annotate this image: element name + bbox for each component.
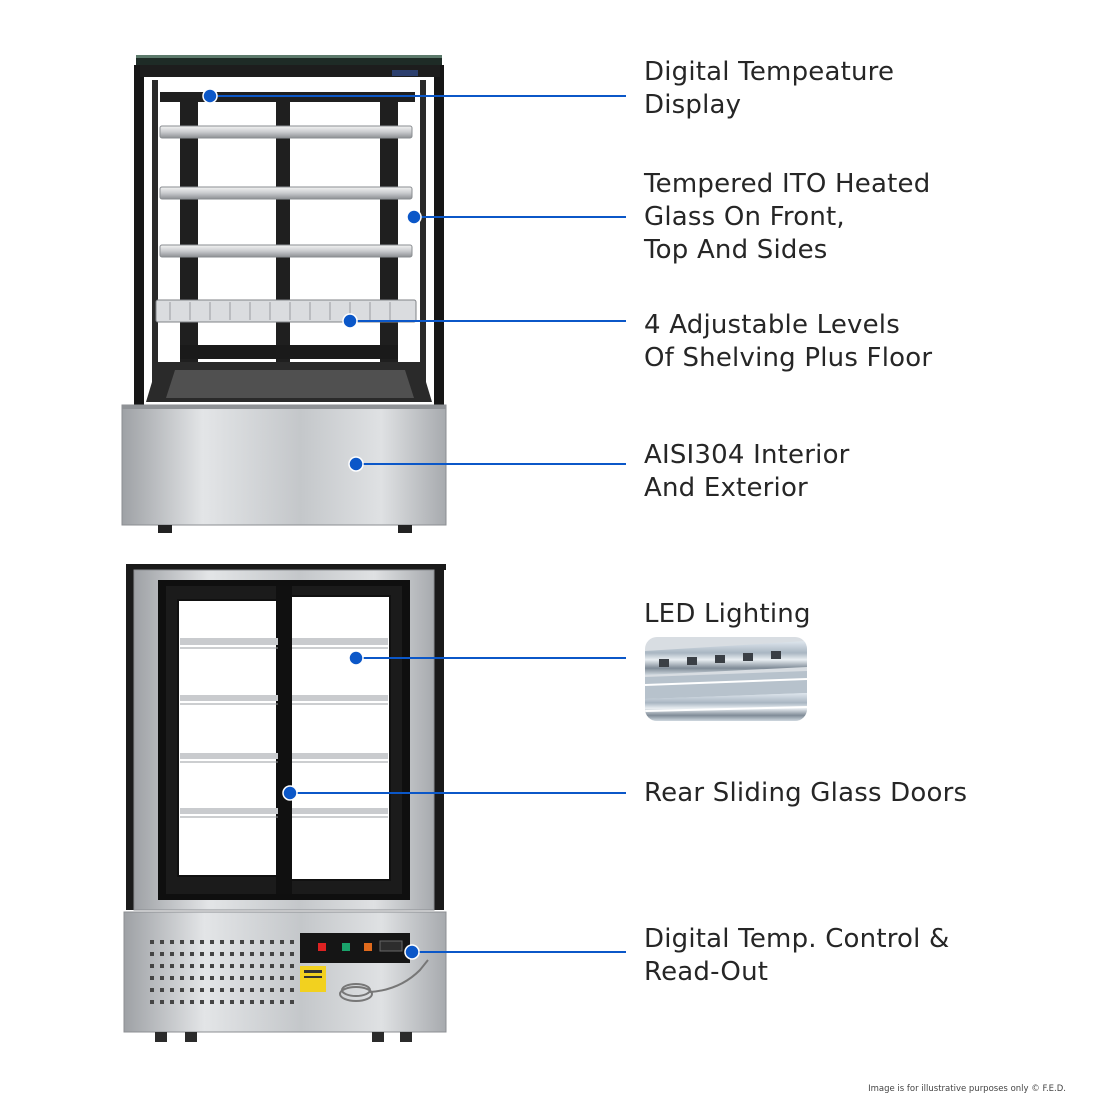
callout-dot-shelving: [342, 313, 358, 329]
led-lighting-thumbnail: [645, 637, 807, 721]
callout-dot-heated-glass: [406, 209, 422, 225]
label-heated-glass: Tempered ITO Heated Glass On Front, Top …: [644, 168, 930, 267]
label-line: Rear Sliding Glass Doors: [644, 778, 968, 808]
label-line: Tempered ITO Heated: [644, 169, 931, 199]
disclaimer-footer: Image is for illustrative purposes only …: [868, 1084, 1066, 1094]
label-stainless: AISI304 Interior And Exterior: [644, 439, 850, 505]
label-line: Read-Out: [644, 957, 769, 987]
callout-lines: [210, 95, 626, 953]
label-line: AISI304 Interior: [644, 440, 850, 470]
label-line: 4 Adjustable Levels: [644, 310, 900, 340]
label-led-lighting: LED Lighting: [644, 598, 811, 631]
callout-dot-doors: [282, 785, 298, 801]
label-line: Of Shelving Plus Floor: [644, 343, 933, 373]
label-line: LED Lighting: [644, 599, 811, 629]
label-temp-display: Digital Tempeature Display: [644, 56, 894, 122]
callout-dot-control: [404, 944, 420, 960]
callout-dot-stainless: [348, 456, 364, 472]
callout-dots: [202, 88, 422, 960]
label-temp-control: Digital Temp. Control & Read-Out: [644, 923, 950, 989]
label-line: Digital Tempeature: [644, 57, 895, 87]
label-line: Top And Sides: [644, 235, 828, 265]
label-shelving: 4 Adjustable Levels Of Shelving Plus Flo…: [644, 309, 932, 375]
rear-view-cabinet: [123, 564, 447, 1042]
label-line: Display: [644, 90, 742, 120]
label-line: Digital Temp. Control &: [644, 924, 950, 954]
label-line: Glass On Front,: [644, 202, 845, 232]
callout-dot-led: [348, 650, 364, 666]
label-sliding-doors: Rear Sliding Glass Doors: [644, 777, 967, 810]
callout-dot-temp-display: [202, 88, 218, 104]
front-view-cabinet: [121, 55, 447, 533]
label-line: And Exterior: [644, 473, 808, 503]
